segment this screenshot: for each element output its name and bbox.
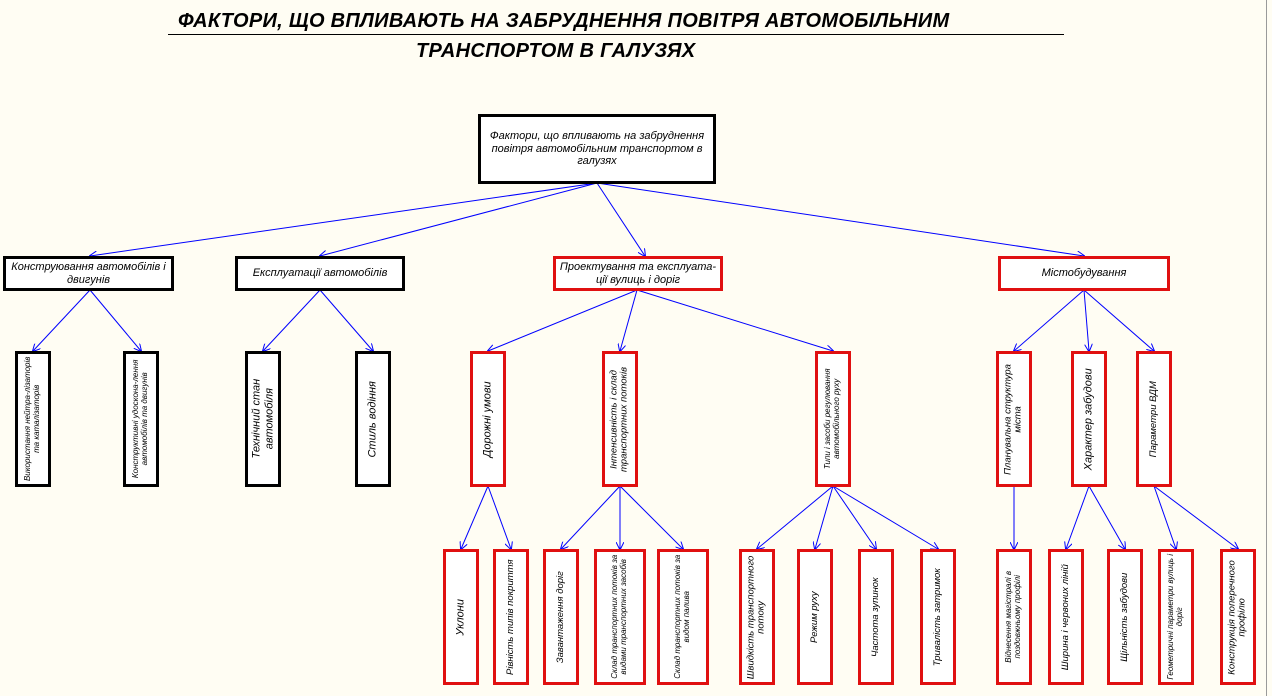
node-plan-location: Віднесення магістралі в поздовжньому про… — [996, 549, 1032, 685]
node-urban-planning-label: Планувальна структура міста — [1002, 363, 1024, 475]
edge-design-neutralizers — [33, 289, 91, 351]
edge-int-fuel — [619, 485, 683, 549]
node-operation-driving-label: Стиль водіння — [366, 380, 379, 458]
edge-build-density — [1088, 485, 1125, 549]
node-int-load-label: Завантаження доріг — [554, 570, 566, 664]
edge-build-width — [1066, 485, 1090, 549]
node-reg-speed: Швидкість транспортного потоку — [739, 549, 775, 685]
node-vdm-profile: Конструкція поперечного профілю — [1220, 549, 1256, 685]
edge-urban-building — [1083, 289, 1089, 351]
node-build-width: Ширина і червоних ліній — [1048, 549, 1084, 685]
node-urban-label: Містобудування — [1041, 267, 1127, 280]
edge-urban-vdm — [1083, 289, 1154, 351]
node-roads-intensity: Інтенсивність і склад транспортних поток… — [602, 351, 638, 487]
node-urban-building: Характер забудови — [1071, 351, 1107, 487]
node-int-vehicle-types-label: Склад транспортних потоків за видами тра… — [610, 555, 628, 679]
node-cond-surface: Рівність типів покриття — [493, 549, 529, 685]
node-cond-surface-label: Рівність типів покриття — [504, 559, 516, 675]
node-design-neutralizers: Використання нейтра-лізаторів та каталіз… — [15, 351, 51, 487]
node-operation: Експлуатації автомобілів — [235, 256, 405, 291]
title-underline — [168, 34, 1064, 35]
edge-design-improved — [89, 289, 141, 351]
node-design-improved: Конструктивні удоскона-лення автомобілів… — [123, 351, 159, 487]
edge-reg-mode — [815, 485, 834, 549]
edge-reg-stops — [832, 485, 876, 549]
edge-roads-intensity — [620, 289, 638, 351]
node-int-fuel-types: Склад транспортних потоків за видом пали… — [657, 549, 709, 685]
node-reg-speed-label: Швидкість транспортного потоку — [745, 555, 767, 679]
node-reg-mode: Режим руху — [797, 549, 833, 685]
node-vdm-geometry: Геометричні параметри вулиць і доріг — [1158, 549, 1194, 685]
node-cond-slopes-label: Уклони — [454, 598, 467, 636]
node-reg-stops-label: Частота зупинок — [869, 577, 881, 657]
node-urban: Містобудування — [998, 256, 1170, 291]
edge-root-operation — [320, 182, 598, 256]
title-line-2: ТРАНСПОРТОМ В ГАЛУЗЯХ — [416, 40, 696, 62]
node-design-improved-label: Конструктивні удоскона-лення автомобілів… — [131, 359, 149, 479]
node-operation-label: Експлуатації автомобілів — [252, 267, 388, 280]
node-reg-mode-label: Режим руху — [808, 591, 820, 643]
node-int-load: Завантаження доріг — [543, 549, 579, 685]
edge-cond-surface — [487, 485, 511, 549]
page-right-edge — [1266, 0, 1267, 696]
node-roads-label: Проектування та експлуата-ції вулиць і д… — [559, 260, 717, 286]
edge-vdm-geometry — [1153, 485, 1176, 549]
edge-root-roads — [596, 182, 645, 256]
node-plan-location-label: Віднесення магістралі в поздовжньому про… — [1004, 571, 1022, 663]
node-int-fuel-types-label: Склад транспортних потоків за видом пали… — [673, 555, 691, 679]
edge-roads-conditions — [488, 289, 638, 351]
node-design: Конструювання автомобілів і двигунів — [3, 256, 174, 291]
node-vdm-profile-label: Конструкція поперечного профілю — [1226, 559, 1248, 675]
node-root: Фактори, що впливають на забруднення пов… — [478, 114, 716, 184]
node-operation-tech: Технічний стан автомобіля — [245, 351, 281, 487]
node-roads-intensity-label: Інтенсивність і склад транспортних поток… — [608, 366, 630, 472]
node-build-width-label: Ширина і червоних ліній — [1059, 564, 1071, 671]
node-design-label: Конструювання автомобілів і двигунів — [11, 260, 166, 286]
node-design-neutralizers-label: Використання нейтра-лізаторів та каталіз… — [23, 356, 41, 482]
title-line-1: ФАКТОРИ, ЩО ВПЛИВАЮТЬ НА ЗАБРУДНЕННЯ ПОВ… — [178, 10, 950, 32]
node-reg-delays-label: Тривалість затримок — [931, 568, 943, 666]
edge-urban-planning — [1014, 289, 1085, 351]
edge-vdm-profile — [1153, 485, 1238, 549]
node-urban-vdm-label: Параметри ВДМ — [1147, 380, 1159, 458]
edge-reg-speed — [757, 485, 834, 549]
node-operation-tech-label: Технічний стан автомобіля — [250, 379, 275, 459]
node-urban-building-label: Характер забудови — [1082, 367, 1095, 471]
edge-cond-slopes — [461, 485, 489, 549]
node-reg-delays: Тривалість затримок — [920, 549, 956, 685]
node-int-vehicle-types: Склад транспортних потоків за видами тра… — [594, 549, 646, 685]
node-roads-conditions: Дорожні умови — [470, 351, 506, 487]
node-build-density-label: Щільність забудови — [1118, 572, 1130, 662]
node-operation-driving: Стиль водіння — [355, 351, 391, 487]
edge-operation-driving — [319, 289, 373, 351]
edge-roads-regulation — [636, 289, 833, 351]
node-build-density: Щільність забудови — [1107, 549, 1143, 685]
node-cond-slopes: Уклони — [443, 549, 479, 685]
node-roads-regulation-label: Типи і засоби регулювання автомобільного… — [823, 368, 841, 470]
edge-root-design — [90, 182, 598, 256]
node-urban-planning: Планувальна структура міста — [996, 351, 1032, 487]
edge-int-load — [561, 485, 621, 549]
node-reg-stops: Частота зупинок — [858, 549, 894, 685]
node-roads: Проектування та експлуата-ції вулиць і д… — [553, 256, 723, 291]
node-urban-vdm: Параметри ВДМ — [1136, 351, 1172, 487]
node-roads-regulation: Типи і засоби регулювання автомобільного… — [815, 351, 851, 487]
edge-operation-tech — [263, 289, 321, 351]
edge-root-urban — [596, 182, 1084, 256]
node-vdm-geometry-label: Геометричні параметри вулиць і доріг — [1166, 554, 1184, 680]
node-root-label: Фактори, що впливають на забруднення пов… — [489, 130, 705, 168]
node-roads-conditions-label: Дорожні умови — [481, 380, 494, 457]
edge-reg-delays — [832, 485, 938, 549]
